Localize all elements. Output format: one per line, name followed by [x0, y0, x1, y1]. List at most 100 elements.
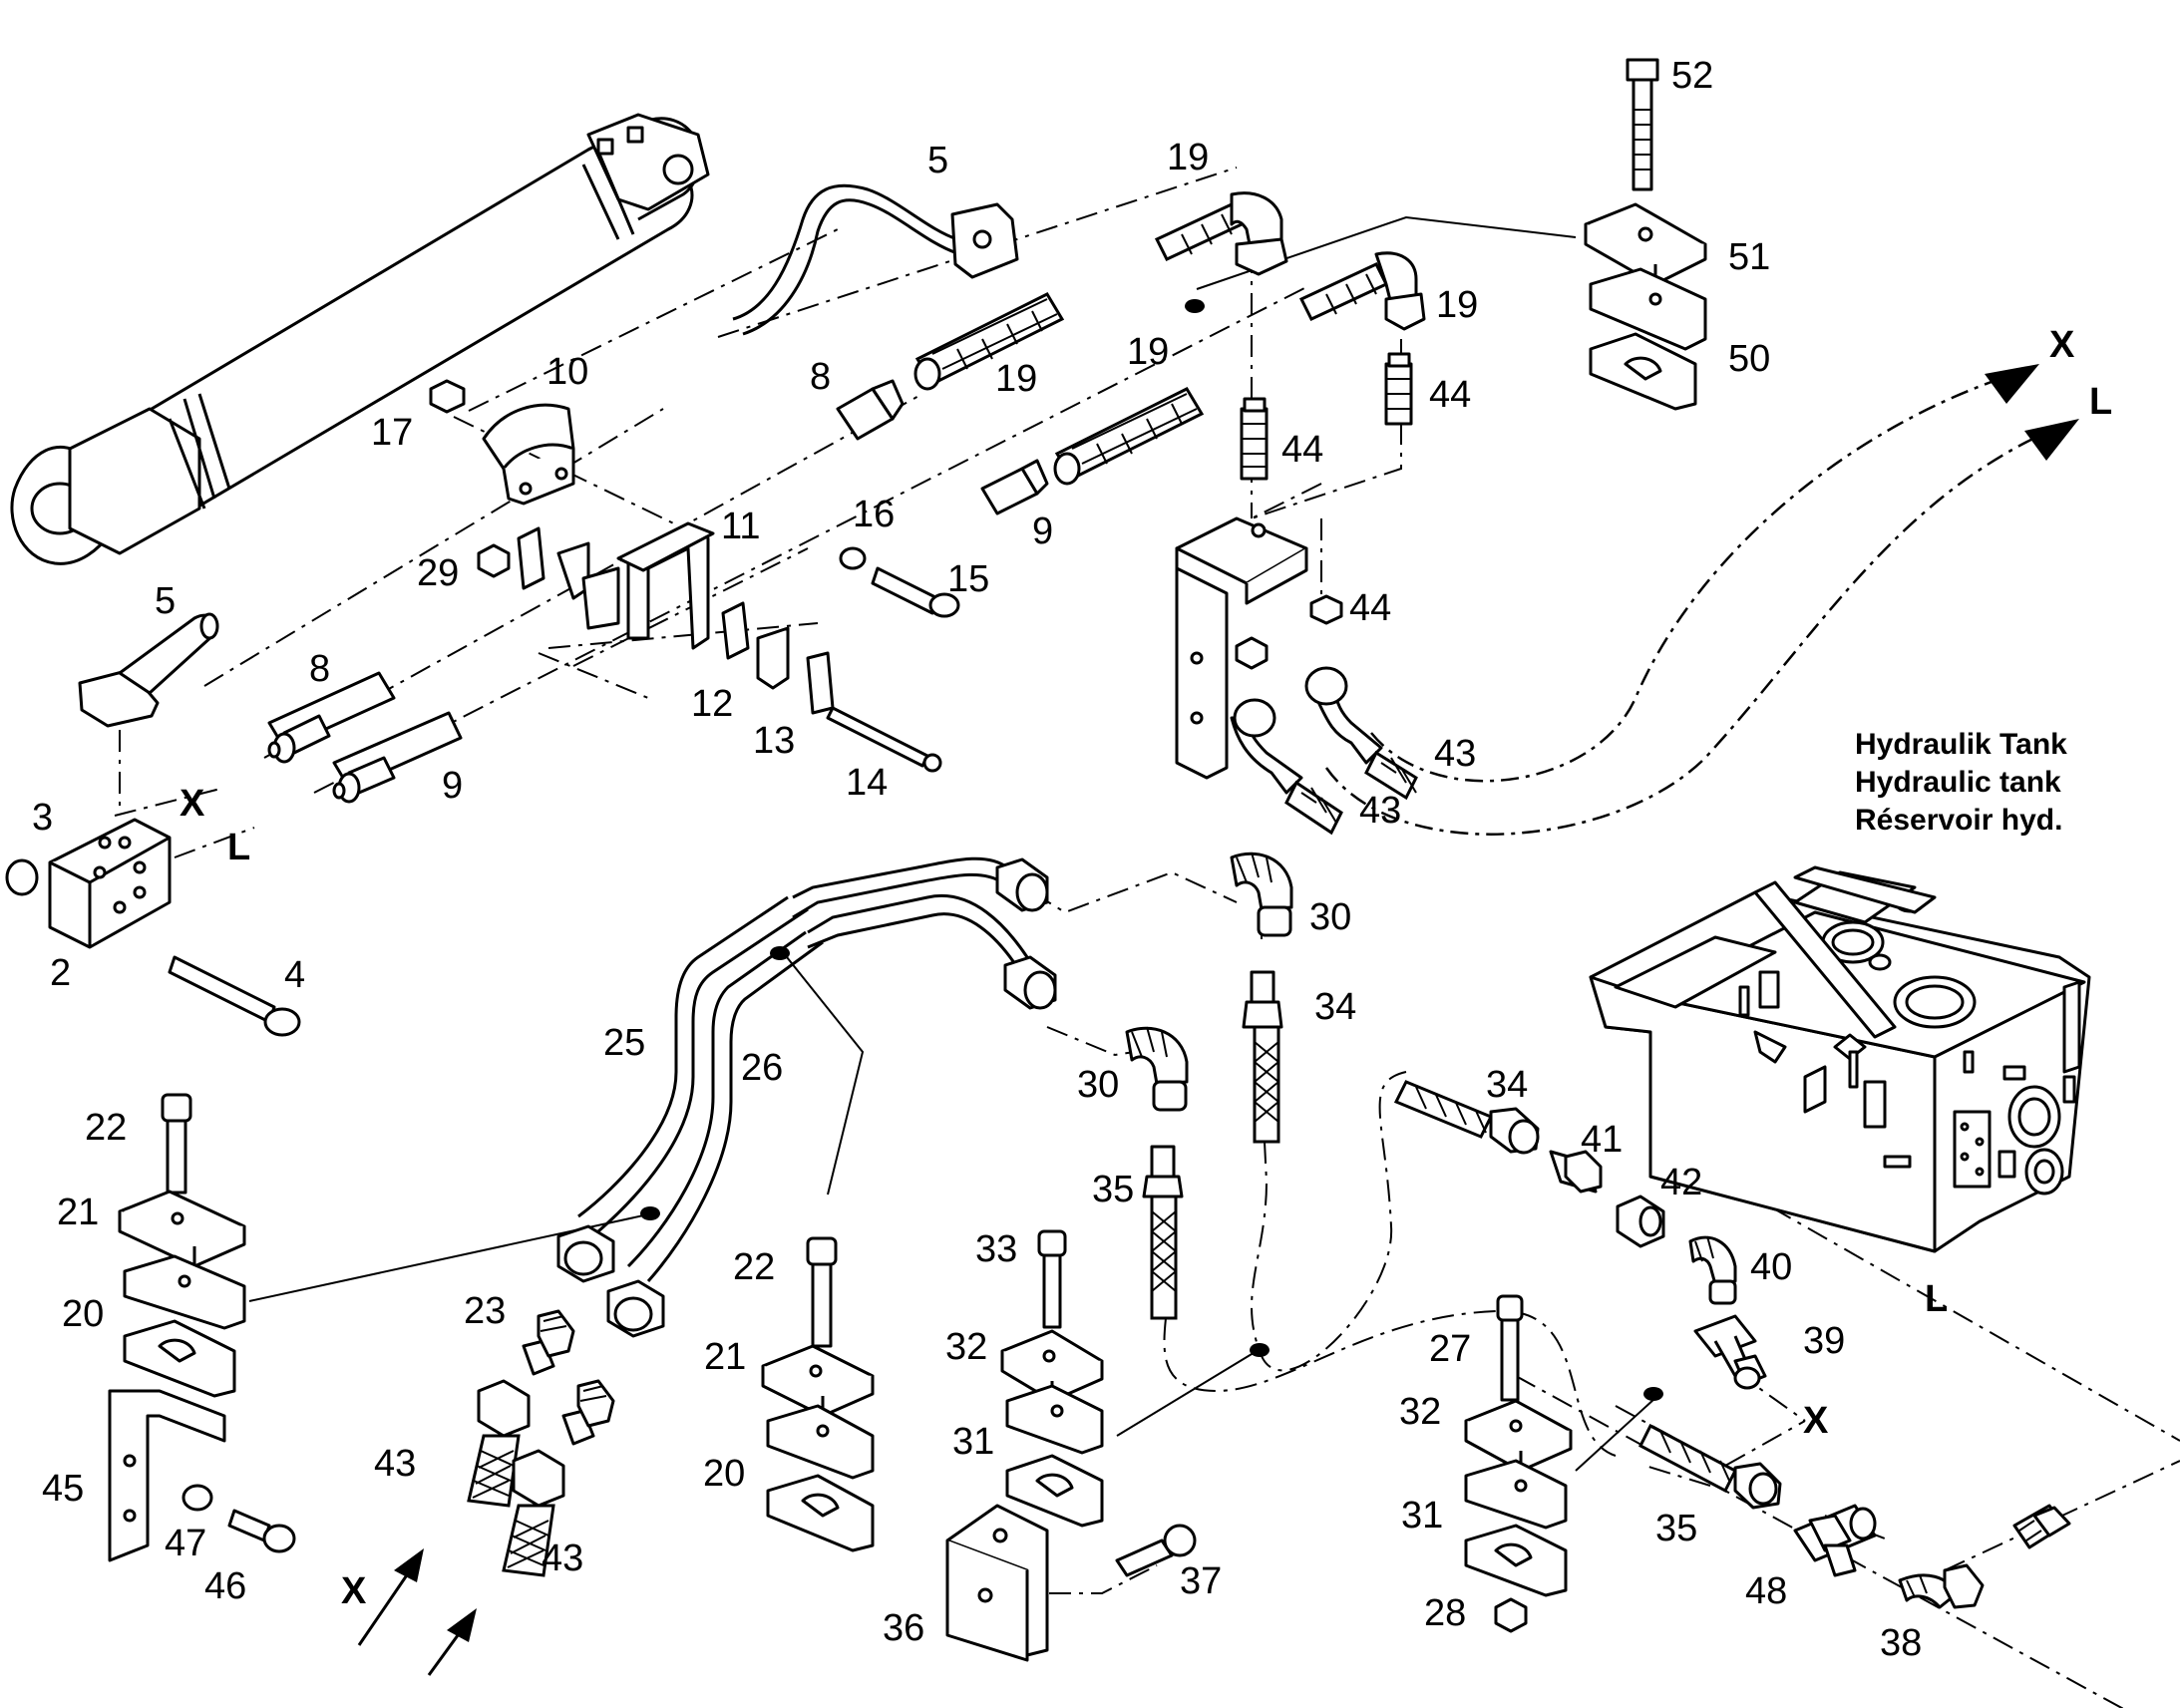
adapter-41: [1549, 1150, 1603, 1194]
clamp-20-middle-lower: [766, 1474, 875, 1552]
callout-33: 33: [975, 1228, 1017, 1270]
bracket-45: [108, 1389, 226, 1562]
nut-25-lower: [556, 1224, 615, 1283]
callout-16: 16: [853, 494, 895, 535]
callout-35-upper: 35: [1092, 1169, 1134, 1210]
callout-12: 12: [691, 683, 733, 725]
nut-42: [1616, 1195, 1665, 1248]
bolt-27: [1496, 1294, 1524, 1402]
callout-19-c: 19: [1127, 331, 1169, 373]
callout-38: 38: [1880, 1622, 1922, 1664]
adapter-right-end: [2012, 1504, 2071, 1549]
pipe-5-upper: [732, 183, 1019, 336]
callout-2: 2: [50, 952, 71, 994]
callout-5-lower: 5: [155, 580, 176, 622]
hose-43-lower-b: [502, 1449, 565, 1577]
callout-30-lower: 30: [1077, 1064, 1119, 1106]
arrow-x-lower: [357, 1548, 424, 1646]
clamp-half-50b: [1589, 332, 1697, 411]
hydraulic-cylinder: [10, 113, 710, 565]
elbow-5-lower: [78, 612, 219, 728]
fitting-44-a: [1240, 397, 1269, 481]
hose-19-a: [913, 292, 1065, 391]
callout-43-b: 43: [1359, 790, 1401, 832]
callout-43-lower-a: 43: [374, 1443, 416, 1485]
callout-11: 11: [721, 506, 760, 547]
callout-48: 48: [1745, 1570, 1787, 1612]
nut-26-lower: [606, 1279, 665, 1338]
callout-34-upper: 34: [1314, 986, 1356, 1028]
cover-21-left: [118, 1190, 246, 1268]
hose-34-horizontal: [1393, 1080, 1540, 1155]
hose-34-vertical: [1242, 970, 1283, 1144]
flow-line-markers: X L X L L X X: [180, 324, 2112, 1612]
callout-26: 26: [741, 1047, 783, 1089]
bolt-52: [1626, 58, 1659, 191]
callout-45: 45: [42, 1468, 84, 1510]
callout-22-middle: 22: [733, 1246, 775, 1288]
callout-40: 40: [1750, 1246, 1792, 1288]
callout-43-lower-b: 43: [542, 1537, 583, 1579]
marker-l-left: L: [227, 827, 250, 868]
bolt-46: [227, 1509, 296, 1553]
callout-22-left: 22: [85, 1107, 127, 1149]
callout-31-middle: 31: [952, 1421, 994, 1463]
callout-9-upper: 9: [1032, 511, 1053, 552]
clamp-10: [482, 403, 575, 506]
nut-26-end: [1003, 955, 1057, 1010]
hose-19-b: [1053, 387, 1205, 486]
cover-21-middle: [761, 1344, 875, 1418]
callout-31-right: 31: [1401, 1495, 1443, 1537]
adapter-23-a: [522, 1309, 575, 1376]
pipe-25: [577, 856, 1008, 1233]
hose-43-lower-a: [467, 1379, 531, 1508]
bracket-36: [945, 1504, 1049, 1662]
callout-30-upper: 30: [1309, 896, 1351, 938]
marker-x-lower: X: [341, 1570, 367, 1612]
mounting-bracket: [1175, 516, 1308, 780]
callout-8-upper: 8: [810, 356, 831, 398]
tee-48: [1793, 1504, 1877, 1577]
bolt-33: [1037, 1229, 1067, 1329]
tank-label-fr: Réservoir hyd.: [1855, 804, 2062, 837]
clamp-31-right-lower: [1464, 1524, 1568, 1597]
callout-47: 47: [165, 1523, 206, 1564]
clamp-31-middle-lower: [1005, 1454, 1104, 1528]
bolt-15: [871, 566, 960, 618]
hose-elbow-19-top: [1154, 191, 1288, 276]
callout-20-middle: 20: [703, 1453, 745, 1495]
bolt-22-left: [161, 1093, 192, 1195]
callout-14: 14: [846, 762, 888, 804]
callout-19-b: 19: [1436, 284, 1478, 326]
callout-8-lower: 8: [309, 648, 330, 690]
cover-32-right: [1464, 1399, 1573, 1473]
hose-43-a: [1230, 698, 1343, 836]
nut-28: [1494, 1597, 1528, 1633]
pipe-26: [626, 894, 1029, 1282]
o-ring-3: [5, 858, 39, 896]
callout-19-d: 19: [995, 358, 1037, 400]
tank-label-en: Hydraulic tank: [1855, 766, 2061, 799]
callout-23: 23: [464, 1290, 506, 1332]
callout-32-right: 32: [1399, 1391, 1441, 1433]
callout-19-a: 19: [1167, 137, 1209, 178]
bolt-4: [168, 955, 301, 1037]
tank-label-de: Hydraulik Tank: [1855, 728, 2067, 761]
washer-16: [839, 546, 867, 570]
arrow-l-lower: [427, 1608, 477, 1676]
clamp-blocks-11: [517, 526, 620, 630]
callout-51: 51: [1728, 236, 1770, 278]
callout-10: 10: [546, 351, 588, 393]
callout-35-lower: 35: [1655, 1508, 1697, 1549]
clamp-half-50a: [1589, 267, 1707, 351]
marker-x-right: X: [1803, 1400, 1829, 1442]
connection-dots: [640, 299, 1663, 1401]
marker-x-upper: X: [2049, 324, 2075, 366]
callout-15: 15: [947, 558, 989, 600]
marker-l-upper: L: [2089, 381, 2112, 423]
callout-13: 13: [753, 720, 795, 762]
nut-17: [429, 379, 466, 414]
bolt-22-middle: [806, 1236, 838, 1348]
clamp-20-left-upper: [123, 1254, 246, 1330]
